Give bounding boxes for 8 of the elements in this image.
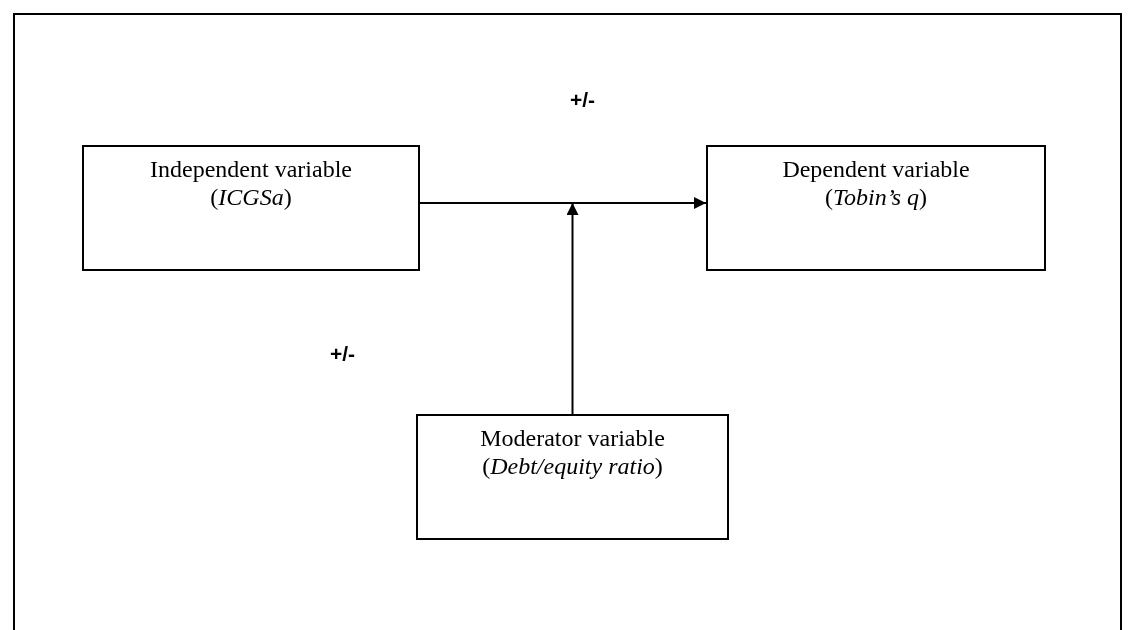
variable-name: Independent variable (ICGSa) [149,155,353,211]
variable-box [82,145,420,271]
variable-box [416,414,729,540]
variable-name: Moderator variable (Debt/equity ratio) [479,424,666,480]
variable-name: Dependent variable (Tobin’s q) [781,155,971,211]
variable-box [706,145,1046,271]
arrow [566,202,579,415]
arrow [419,197,707,209]
